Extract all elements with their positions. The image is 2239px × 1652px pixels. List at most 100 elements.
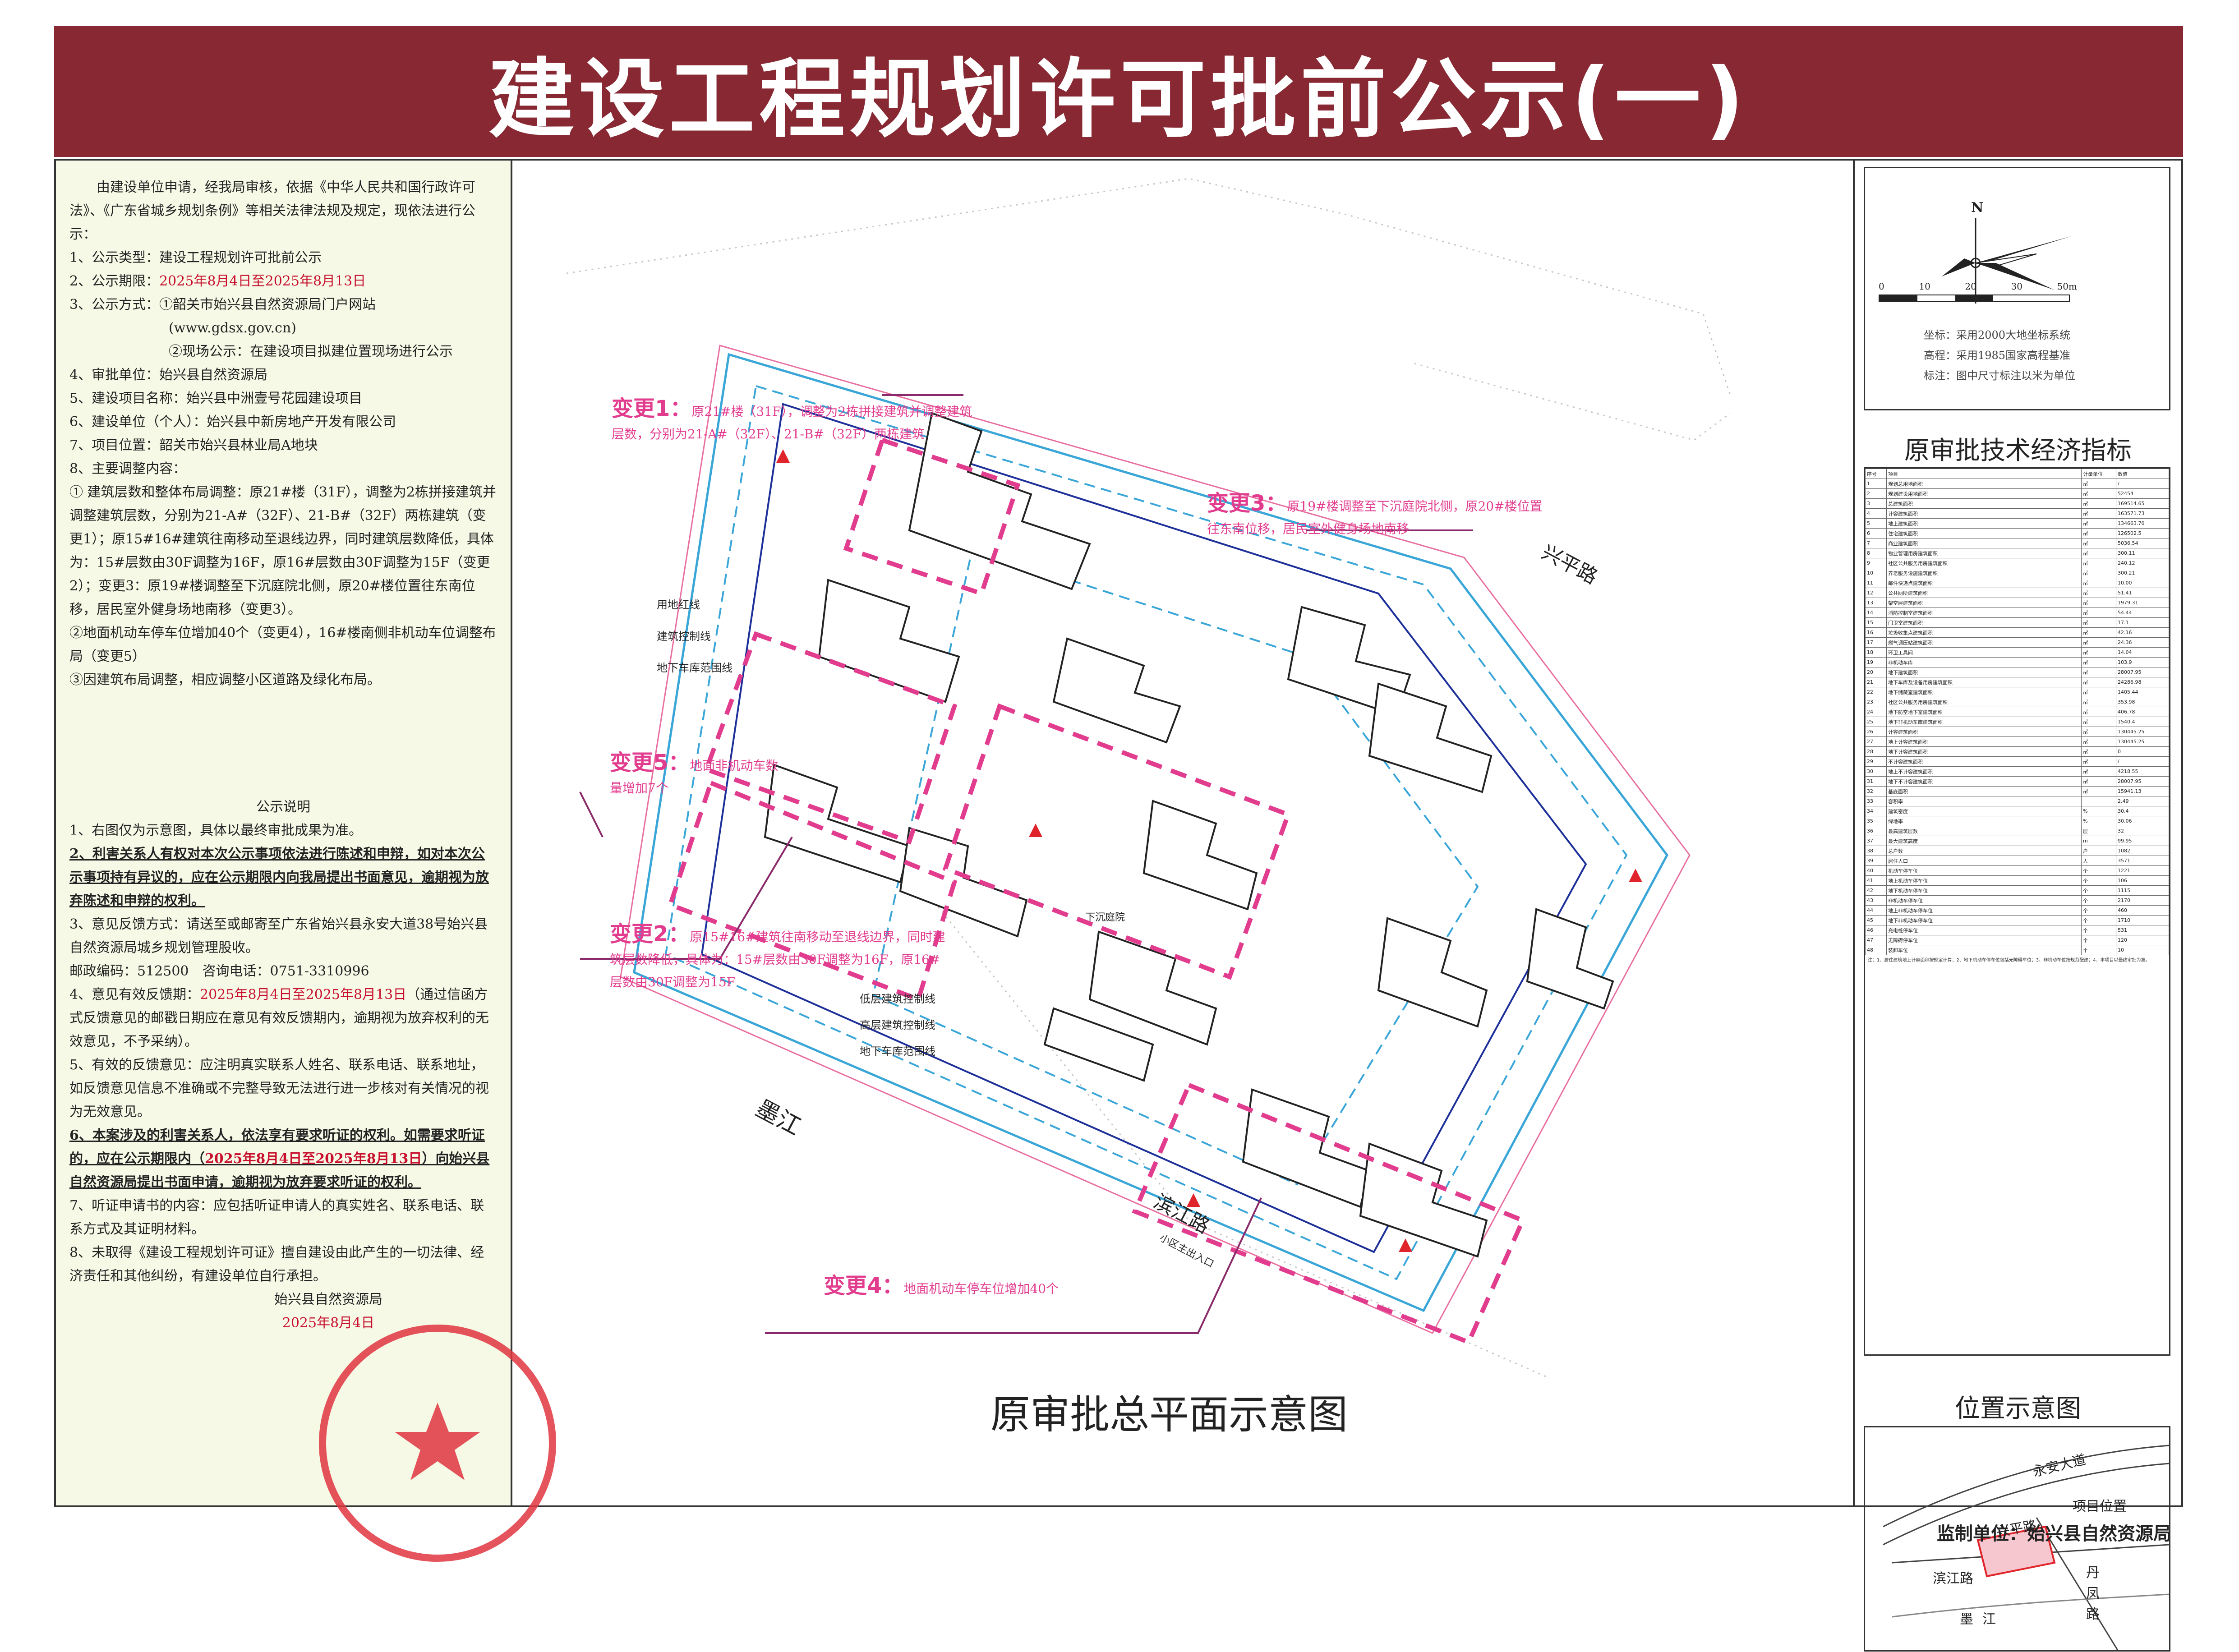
notice-panel: 由建设单位申请，经我局审核，依据《中华人民共和国行政许可法》、《广东省城乡规划条… [56, 161, 512, 1505]
indicator-item: 机动车停车位 [1886, 865, 2082, 876]
explain-title: 公示说明 [256, 799, 310, 815]
indicator-value: 24.36 [2116, 637, 2169, 648]
indicator-no: 16 [1865, 627, 1887, 638]
indicator-no: 4 [1865, 508, 1887, 519]
indicator-value: 300.11 [2116, 548, 2169, 558]
indicator-value: 169514.65 [2116, 498, 2169, 509]
notice-item7: 7、项目位置：韶关市始兴县林业局A地块 [69, 437, 318, 453]
indicator-no: 20 [1865, 667, 1887, 677]
indicator-unit: 个 [2081, 945, 2116, 955]
indicator-unit: ㎡ [2081, 736, 2116, 747]
explain-p2: 2、利害关系人有权对本次公示事项依法进行陈述和申辩，如对本次公示事项持有异议的，… [69, 846, 489, 909]
notice-item6: 6、建设单位（个人）：始兴县中新房地产开发有限公司 [69, 414, 396, 430]
indicator-value: 406.78 [2116, 707, 2169, 717]
loc-road-binjiang: 滨江路 [1933, 1571, 1973, 1587]
indicator-value: 51.41 [2116, 588, 2169, 598]
indicator-unit: ㎡ [2081, 488, 2116, 499]
indicator-item: 地下储藏室建筑面积 [1886, 687, 2082, 697]
explain-p1: 1、右图仅为示意图，具体以最终审批成果为准。 [69, 823, 363, 838]
indicator-value: 120 [2116, 935, 2169, 945]
indicator-unit: 层 [2081, 826, 2116, 836]
supervisor: 监制单位：始兴县自然资源局 [1937, 1523, 2171, 1544]
indicator-item: 居住人口 [1886, 856, 2082, 866]
indicator-no: 33 [1865, 796, 1887, 806]
indicator-value: 0 [2116, 746, 2169, 757]
change1-text: 原21#楼（31F），调整为2栋拼接建筑并调整建筑层数，分别为21-A#（32F… [612, 404, 972, 442]
explain-p6: 6、本案涉及的利害关系人，依法享有要求听证的权利。如需要求听证的，应在公示期限内… [69, 1124, 497, 1194]
indicator-unit: ㎡ [2081, 746, 2116, 757]
indicator-unit: ㎡ [2081, 776, 2116, 787]
indicator-item: 公共厕所建筑面积 [1886, 588, 2082, 598]
indicator-item: 地上不计容建筑面积 [1886, 766, 2082, 777]
indicator-item: 地下机动车停车位 [1886, 885, 2082, 896]
indicator-value: 1221 [2116, 865, 2169, 876]
legend-garage-2: 地下车库范围线 [860, 1045, 935, 1058]
change3-tag: 变更3： [1207, 491, 1287, 516]
indicator-item: 建筑密度 [1886, 806, 2082, 816]
indicator-unit: ㎡ [2081, 548, 2116, 558]
indicator-no: 25 [1865, 717, 1887, 727]
indicator-item: 规划建设用地面积 [1886, 488, 2082, 499]
compass-box: N 0 10 20 30 50m 坐标：采用2000大地坐标系统 高程：采用19… [1864, 167, 2170, 410]
notice-item3-value2: ②现场公示：在建设项目拟建位置现场进行公示 [169, 344, 453, 359]
loc-road-danfeng: 丹凤路 [2086, 1565, 2100, 1622]
indicator-value: 99.95 [2116, 836, 2169, 846]
indicator-value: 24286.98 [2116, 677, 2169, 687]
indicator-unit: ㎡ [2081, 687, 2116, 697]
indicator-item: 无障碍停车位 [1886, 935, 2082, 945]
explain-p3b: 邮政编码：512500 咨询电话：0751-3310996 [69, 963, 369, 979]
indicator-item: 计容建筑面积 [1886, 727, 2082, 737]
explain-p7: 7、听证申请书的内容：应包括听证申请人的真实姓名、联系电话、联系方式及其证明材料… [69, 1198, 484, 1237]
indicator-no: 42 [1865, 885, 1887, 896]
explain-p3: 3、意见反馈方式：请送至或邮寄至广东省始兴县永安大道38号始兴县自然资源局城乡规… [69, 916, 488, 956]
change1-callout: 变更1：原21#楼（31F），调整为2栋拼接建筑并调整建筑层数，分别为21-A#… [612, 397, 972, 446]
indicator-unit: ㎡ [2081, 627, 2116, 638]
header-cell: 数值 [2116, 469, 2169, 479]
explain-date: 2025年8月4日 [282, 1315, 375, 1331]
official-seal [319, 1325, 556, 1562]
indicator-item: 物业管理用房建筑面积 [1886, 548, 2082, 558]
indicator-no: 24 [1865, 707, 1887, 717]
indicator-no: 48 [1865, 945, 1887, 955]
indicator-unit: ㎡ [2081, 647, 2116, 658]
indicator-unit: ㎡ [2081, 568, 2116, 578]
indicator-unit: % [2081, 806, 2116, 816]
indicator-item: 地下防空地下室建筑面积 [1886, 707, 2082, 717]
p4-period: 2025年8月4日至2025年8月13日 [200, 987, 407, 1003]
right-panel: N 0 10 20 30 50m 坐标：采用2000大地坐标系统 高程：采用19… [1853, 161, 2181, 1652]
indicator-item: 邮件快递点建筑面积 [1886, 578, 2082, 588]
change5-text: 地面非机动车数量增加7个 [610, 758, 779, 796]
indicator-no: 17 [1865, 637, 1887, 648]
notice-item3-url[interactable]: (www.gdsx.gov.cn) [169, 320, 296, 336]
indicator-no: 43 [1865, 895, 1887, 906]
indicator-no: 8 [1865, 548, 1887, 558]
scale-tick: 50m [2057, 281, 2077, 292]
indicator-no: 47 [1865, 935, 1887, 945]
unit-note: 标注：图中尺寸标注以米为单位 [1924, 369, 2075, 382]
indicator-item: 地上建筑面积 [1886, 518, 2082, 529]
indicator-unit: ㎡ [2081, 518, 2116, 529]
indicator-no: 34 [1865, 806, 1887, 816]
indicator-unit: ㎡ [2081, 598, 2116, 608]
indicator-item: 商业建筑面积 [1886, 538, 2082, 548]
indicator-item: 总户数 [1886, 846, 2082, 856]
indicator-value: 163571.73 [2116, 508, 2169, 519]
indicator-item: 地上计容建筑面积 [1886, 736, 2082, 747]
indicator-value: 126502.5 [2116, 528, 2169, 538]
scale-tick: 20 [1965, 281, 1976, 292]
indicator-no: 38 [1865, 846, 1887, 856]
indicator-item: 非机动车停车位 [1886, 895, 2082, 906]
indicator-no: 39 [1865, 856, 1887, 866]
notice-item1: 1、公示类型：建设工程规划许可批前公示 [69, 246, 497, 270]
